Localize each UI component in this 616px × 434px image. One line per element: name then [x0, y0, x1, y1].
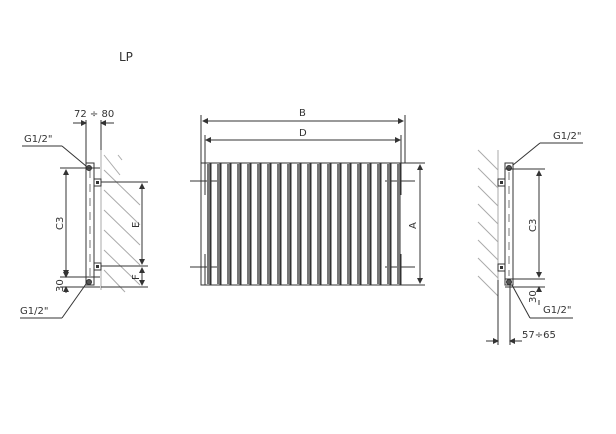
- radiator-tubes: [200, 162, 401, 286]
- right-c3-label: C3: [528, 219, 539, 232]
- right-side-view: [477, 142, 583, 345]
- left-side-view: [20, 120, 148, 319]
- left-bottom-connection-label: G1/2": [20, 306, 48, 317]
- a-label: A: [408, 222, 419, 229]
- d-label: D: [299, 128, 307, 139]
- right-depth-label: 57÷65: [522, 330, 556, 341]
- drawing-title: LP: [119, 50, 133, 64]
- wall-hatch: [100, 150, 141, 293]
- left-c3-label: C3: [55, 217, 66, 230]
- right-top-connection-label: G1/2": [553, 131, 581, 142]
- left-30-label: 30: [55, 279, 66, 292]
- wall-hatch-right: [477, 149, 499, 340]
- e-label: E: [131, 222, 142, 228]
- left-width-label: 72 ÷ 80: [74, 109, 114, 120]
- left-top-connection-label: G1/2": [24, 134, 52, 145]
- b-label: B: [299, 108, 306, 119]
- front-view: [190, 115, 425, 286]
- right-bottom-connection-label: G1/2": [543, 305, 571, 316]
- right-30-label: 30: [528, 290, 539, 303]
- f-label: F: [131, 274, 142, 280]
